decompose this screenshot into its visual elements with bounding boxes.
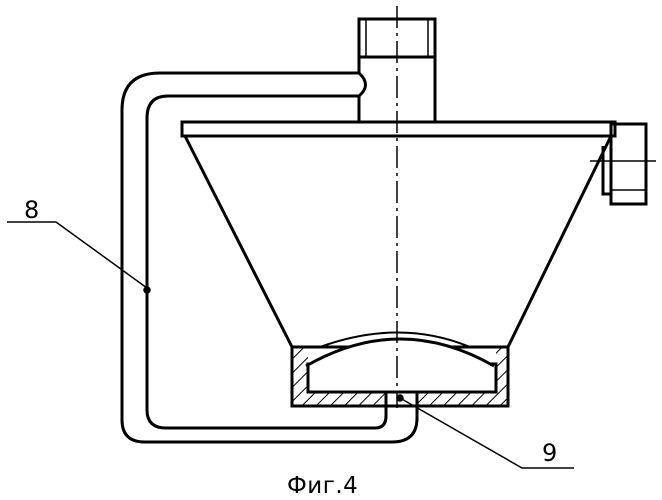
top-flange-plate <box>182 122 615 136</box>
cone-left-wall <box>185 136 292 347</box>
bottom-cup-insert <box>308 364 496 392</box>
conical-body <box>185 136 611 347</box>
leader-8 <box>7 222 147 288</box>
part-label-9: 9 <box>542 441 557 465</box>
cone-right-wall <box>508 136 611 347</box>
part-label-8: 8 <box>24 198 39 222</box>
leader-9-dot <box>397 395 403 401</box>
top-flange <box>182 122 615 136</box>
leader-8-dot <box>144 287 150 293</box>
figure-caption: Фиг.4 <box>287 475 358 498</box>
